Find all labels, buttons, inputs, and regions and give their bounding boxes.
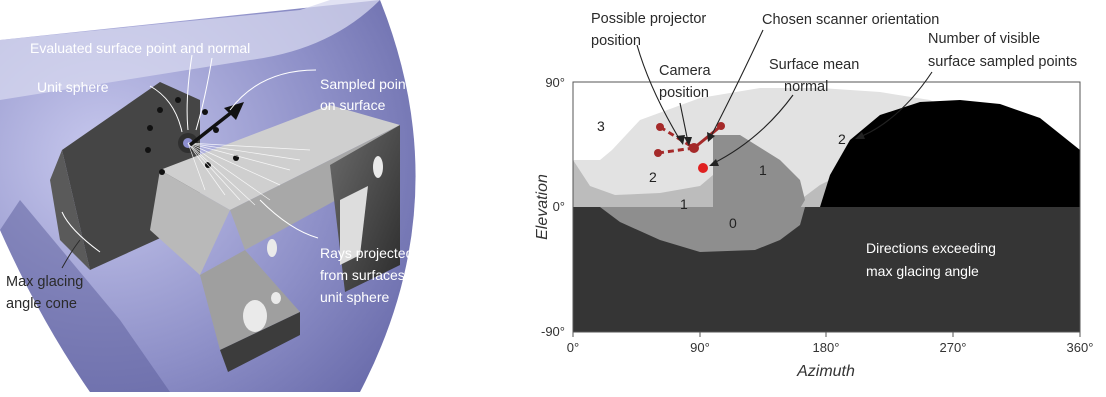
- region-label-1-mid: 1: [759, 162, 767, 178]
- x-tick-270: 270°: [940, 340, 967, 355]
- cone-back-wall: [0, 0, 380, 100]
- left-figure: Evaluated surface point and normal Unit …: [0, 0, 421, 392]
- region-label-3: 3: [597, 118, 605, 134]
- label-rays-2: from surfaces to: [320, 267, 421, 283]
- y-tick-0: 0°: [553, 199, 565, 214]
- annotation-visible-2: surface sampled points: [928, 54, 1077, 70]
- annotation-scanner: Chosen scanner orientation: [762, 12, 939, 28]
- sampled-points: [145, 97, 239, 175]
- label-evaluated-point: Evaluated surface point and normal: [30, 40, 250, 56]
- annotation-visible-1: Number of visible: [928, 31, 1040, 47]
- label-sampled-points-1: Sampled points: [320, 76, 417, 92]
- annotation-arrowheads: [676, 132, 865, 166]
- label-cone-1: Max glacing: [6, 274, 83, 290]
- annotation-camera-2: position: [659, 85, 709, 101]
- x-tick-0: 0°: [567, 340, 579, 355]
- heatmap-regions: [573, 82, 1080, 332]
- annotation-mean-normal-1: Surface mean: [769, 57, 859, 73]
- label-sampled-points-2: on surface: [320, 97, 386, 113]
- x-tick-90: 90°: [690, 340, 710, 355]
- left-leaders: [61, 54, 319, 253]
- x-tick-360: 360°: [1067, 340, 1094, 355]
- annotation-projector-2: position: [591, 33, 641, 49]
- annotation-leaders: [636, 29, 933, 165]
- projected-rays: [187, 142, 311, 206]
- cone-shadow: [0, 200, 170, 392]
- evaluated-normal-arrow: [188, 102, 244, 147]
- x-axis-title: Azimuth: [796, 363, 855, 380]
- annotation-camera-1: Camera: [659, 63, 712, 79]
- right-figure: 0° 90° 180° 270° 360° 90° 0° -90° Azimut…: [534, 11, 1093, 380]
- region-label-2-left: 2: [649, 169, 657, 185]
- y-tick-90: 90°: [545, 75, 565, 90]
- annotation-projector-1: Possible projector: [591, 11, 706, 27]
- x-tick-180: 180°: [813, 340, 840, 355]
- label-rays-3: unit sphere: [320, 289, 389, 305]
- y-tick-neg90: -90°: [541, 324, 565, 339]
- machined-part: [50, 82, 400, 372]
- region-label-2-right: 2: [838, 131, 846, 147]
- y-axis-title: Elevation: [534, 174, 551, 240]
- x-ticks: [572, 332, 1081, 337]
- label-unit-sphere: Unit sphere: [37, 79, 109, 95]
- annotation-exceeding-1: Directions exceeding: [866, 240, 996, 256]
- region-count-0-lower: [600, 207, 805, 252]
- label-cone-2: angle cone: [6, 296, 77, 312]
- annotation-exceeding-2: max glacing angle: [866, 263, 979, 279]
- annotation-mean-normal-2: normal: [784, 79, 828, 95]
- cone-leader: [61, 239, 81, 269]
- region-label-0: 0: [729, 215, 737, 231]
- mean-normal-marker: [698, 163, 708, 173]
- region-label-1-left: 1: [680, 196, 688, 212]
- label-rays-1: Rays projected: [320, 245, 413, 261]
- region-black: [820, 100, 1080, 207]
